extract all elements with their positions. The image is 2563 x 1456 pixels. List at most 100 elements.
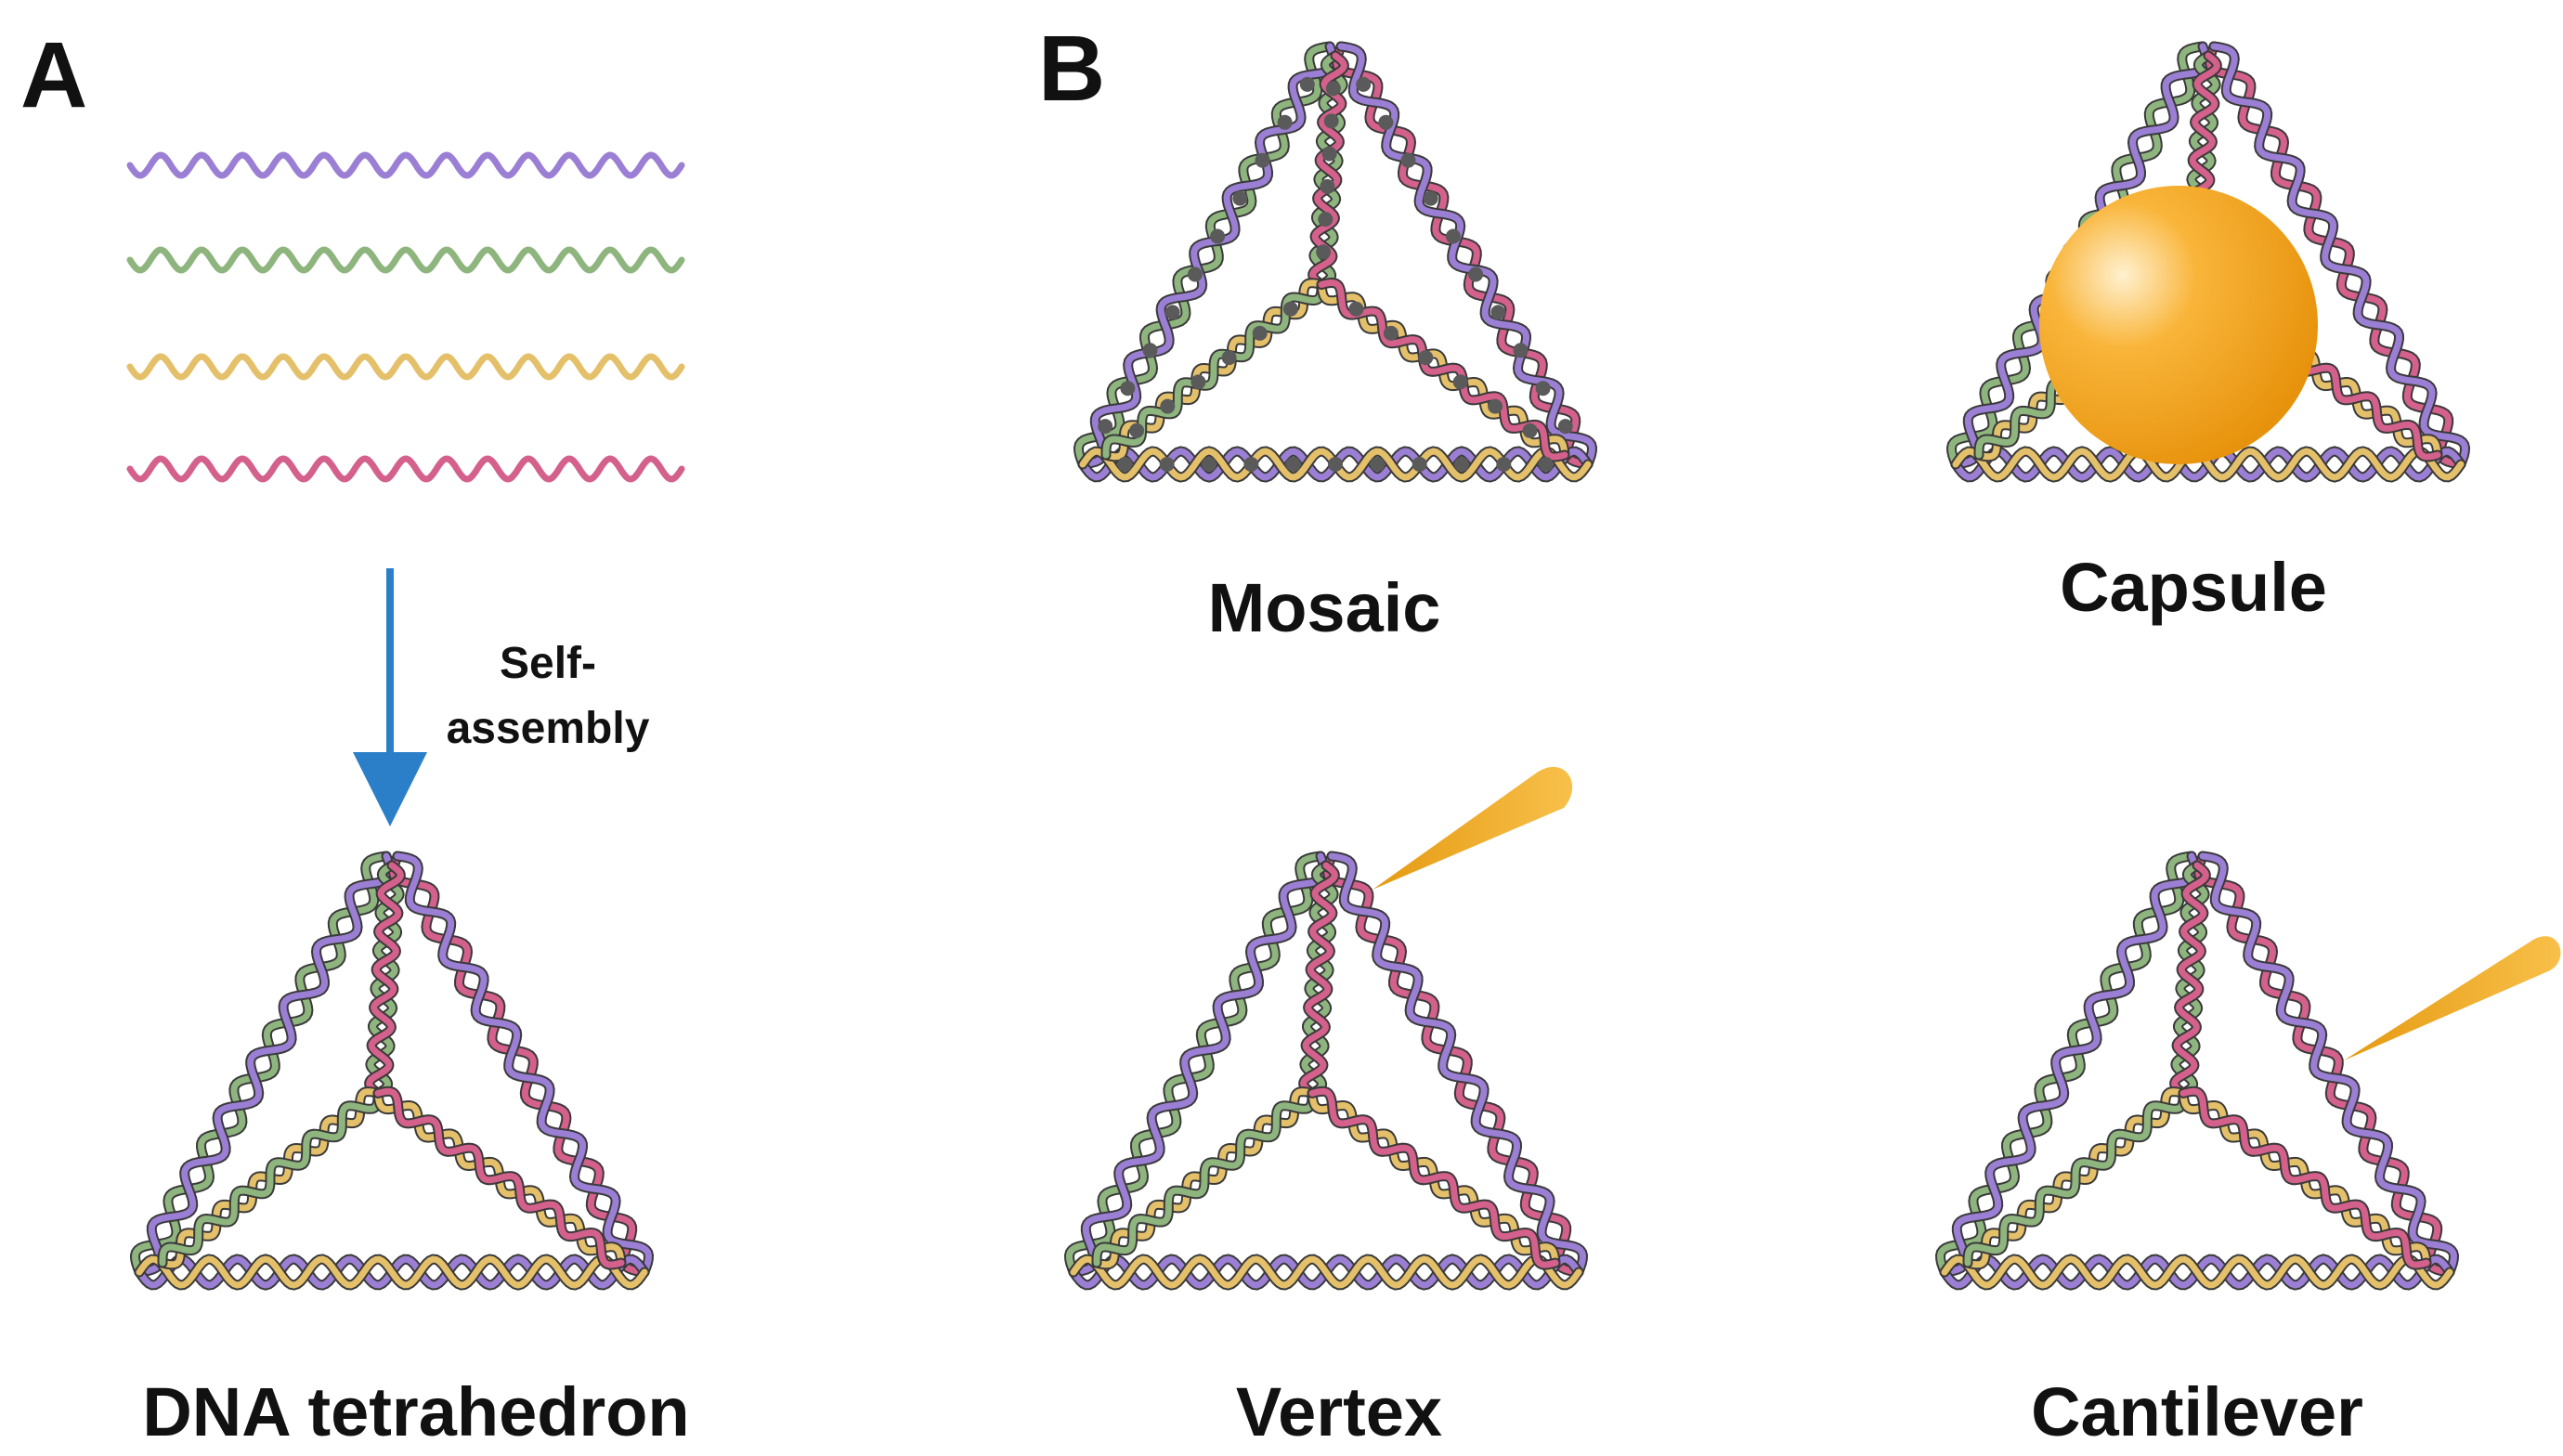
helix-strand [366,862,404,1097]
helix-strand [1952,448,2465,481]
panel-b-letter: B [1038,17,1105,121]
mosaic-dot [1255,152,1270,168]
helix-strand [159,1089,382,1267]
mosaic-dot [1232,190,1248,206]
mosaic-dot [1321,146,1337,162]
mosaic-dot [1513,343,1529,358]
strand-green [126,246,685,274]
mosaic-dot [1488,398,1503,414]
mosaic-dot [1490,305,1506,320]
helix-strand [2179,1087,2430,1268]
helix-strand [1065,852,1324,1276]
mosaic-dot [1557,419,1573,435]
mosaic-dot [1323,113,1339,129]
mosaic-dot [1412,457,1427,472]
helix-strand [2194,852,2453,1276]
helix-strand [1093,1089,1316,1267]
mosaic-dot [1325,81,1341,97]
helix-strand [1079,43,1338,468]
mosaic-dot [1285,457,1301,472]
helix-strand [1070,852,1329,1276]
mosaic-dot [1522,422,1538,438]
vertex-cargo-droplet [1373,766,1573,890]
capsule-cargo-sphere [2039,186,2318,464]
helix-strand [2199,852,2458,1276]
helix-strand [1308,1087,1559,1268]
helix-strand [1333,43,1592,468]
helix-strand [2210,43,2469,468]
helix-strand [1941,852,2200,1276]
single-strands [126,151,685,483]
mosaic-dot [1142,343,1158,358]
mosaic-dot [1348,301,1364,317]
helix-strand [389,852,648,1276]
mosaic-dot [1383,325,1399,341]
strand-yellow [126,353,685,381]
helix-strand [1328,852,1587,1276]
tetrahedron-mosaic [1073,41,1598,483]
mosaic-dot [1160,398,1176,414]
helix-strand [2171,862,2209,1097]
mosaic-dot [1120,381,1136,396]
arrow-label-line1: Self- [500,639,596,688]
mosaic-dot [1164,305,1180,320]
mosaic-dot [1098,419,1113,435]
mosaic-dot [1299,76,1315,92]
mosaic-dot [1252,325,1268,341]
mosaic-dot [1277,114,1293,130]
mosaic-dot [1454,457,1469,472]
tetrahedron-a [129,851,655,1291]
mosaic-dot [1452,374,1468,390]
mosaic-dot [1243,457,1259,472]
helix-strand [2205,43,2465,468]
helix-strand [1964,1089,2187,1267]
helix-strand [1070,1255,1582,1289]
caption-vertex: Vertex [1236,1373,1442,1450]
mosaic-dot [1496,457,1512,472]
tetrahedron-cantilever [1934,851,2460,1291]
mosaic-dot [1423,190,1438,206]
mosaic-dot [1117,457,1133,472]
strand-pink [126,455,685,483]
mosaic-dot [1445,228,1461,244]
mosaic-dot [1538,457,1554,472]
mosaic-dot [1202,457,1216,472]
mosaic-dot [1318,212,1334,228]
mosaic-dot [1316,244,1332,260]
helix-strand [131,852,390,1276]
arrow-label-line2: assembly [447,704,650,753]
mosaic-dot [1210,228,1226,244]
cantilever-cargo-droplet [2344,936,2561,1060]
strand-purple [126,151,685,179]
mosaic-dot [1320,178,1335,194]
helix-strand [1941,1255,2453,1289]
mosaic-dot [1535,381,1551,396]
helix-strand [394,852,653,1276]
mosaic-dot [1468,266,1484,282]
mosaic-dot [1378,114,1394,130]
caption-mosaic: Mosaic [1208,569,1441,646]
helix-strand [1074,43,1334,468]
helix-strand [1936,852,2195,1276]
helix-strand [136,852,395,1276]
helix-strand [136,1255,648,1289]
helix-strand [1300,862,1338,1097]
mosaic-dot [1159,457,1175,472]
mosaic-dot [1187,266,1203,282]
mosaic-dot [1370,457,1386,472]
mosaic-dot [1190,374,1206,390]
panel-a-letter: A [20,23,87,127]
mosaic-dot [1356,76,1372,92]
caption-dna-tetrahedron: DNA tetrahedron [142,1373,689,1450]
helix-strand [374,1087,625,1268]
helix-strand [1337,43,1596,468]
caption-capsule: Capsule [2060,549,2327,626]
mosaic-dot [1282,301,1298,317]
helix-strand [1323,852,1582,1276]
mosaic-dot [1328,457,1343,472]
tetrahedron-vertex [1063,851,1589,1291]
mosaic-dot [1221,350,1237,366]
caption-cantilever: Cantilever [2031,1373,2363,1450]
mosaic-dot [1418,350,1434,366]
mosaic-dot [1400,152,1416,168]
